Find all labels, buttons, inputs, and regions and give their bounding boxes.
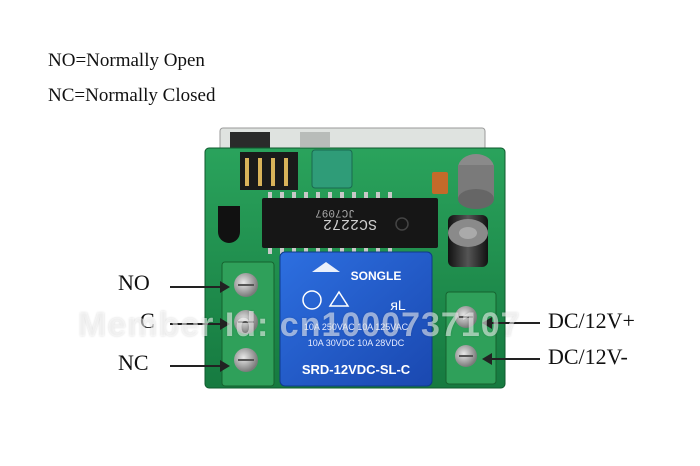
coil-inductor (311, 149, 353, 189)
label-no: NO (118, 270, 150, 295)
label-c: C (140, 308, 155, 333)
relay-rating-line2: 10A 30VDC 10A 28VDC (308, 338, 405, 348)
terminal-block-left (221, 261, 275, 387)
svg-text:ᴙL: ᴙL (390, 297, 406, 313)
arrow-dc-minus (482, 353, 540, 365)
label-nc: NC (118, 350, 149, 375)
arrow-no (170, 281, 230, 293)
header-pins (240, 152, 298, 190)
ic-code: JC7097 (315, 206, 355, 218)
arrow-dc-plus (482, 317, 540, 329)
label-dc-minus: DC/12V- (548, 344, 628, 369)
relay-brand: SONGLE (351, 269, 402, 283)
relay: SONGLE ᴙL 10A 250VAC 10A 125VAC 10A 30VD… (279, 251, 433, 387)
watermark: Member Id: cn1000737107 (78, 306, 521, 344)
label-dc-plus: DC/12V+ (548, 308, 635, 333)
legend-normally-closed: NC=Normally Closed (48, 85, 216, 106)
relay-rating-line1: 10A 250VAC 10A 125VAC (304, 322, 409, 332)
legend-normally-open: NO=Normally Open (48, 50, 205, 71)
transistor (218, 206, 240, 243)
ic-part-number: SC2272 (323, 215, 377, 232)
relay-model: SRD-12VDC-SL-C (302, 362, 411, 377)
arrow-nc (170, 360, 230, 372)
ic-chip: SC2272 JC7097 (262, 192, 438, 254)
capacitors (432, 154, 494, 267)
arrow-c (170, 318, 230, 330)
